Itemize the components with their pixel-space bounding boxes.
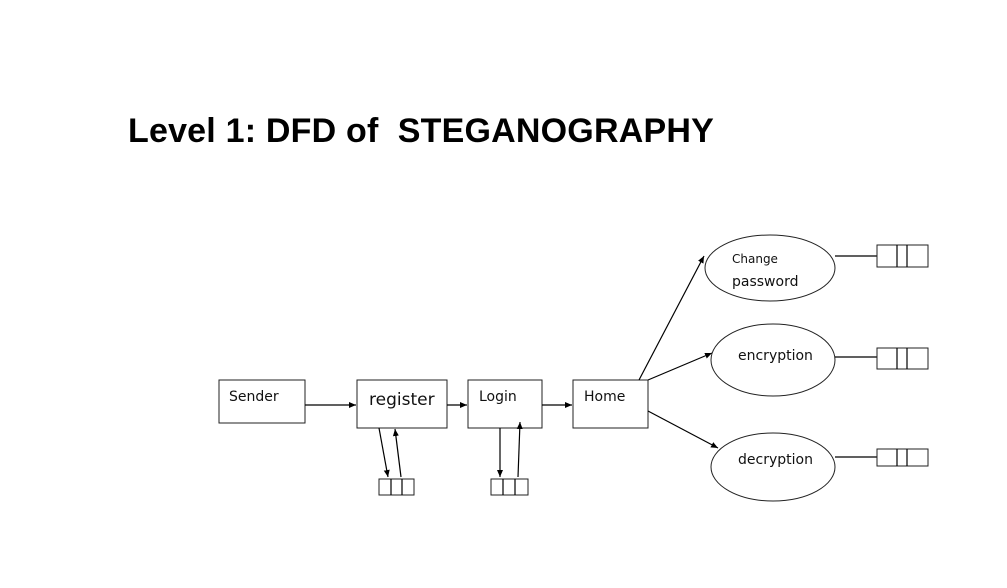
- change-password-label-line1: Change: [732, 252, 778, 266]
- home-label: Home: [584, 389, 625, 405]
- login-label: Login: [479, 389, 517, 405]
- change-password-process: Change password: [704, 234, 836, 302]
- sender-label: Sender: [229, 389, 279, 405]
- arrow-register-to-store: [378, 427, 390, 478]
- sender-box: [218, 379, 306, 424]
- register-box: [356, 379, 448, 429]
- diagram-title: Level 1: DFD of STEGANOGRAPHY: [128, 112, 714, 150]
- encryption-data-store: [876, 347, 929, 370]
- register-label: register: [369, 390, 435, 410]
- arrow-store-to-login: [516, 421, 523, 478]
- register-node: register: [356, 379, 448, 429]
- change-password-label-line2: password: [732, 274, 798, 290]
- login-box: [467, 379, 543, 429]
- arrow-home-encryption: [647, 352, 713, 381]
- login-data-store: [490, 478, 529, 496]
- arrow-store-to-register: [392, 428, 402, 478]
- arrow-home-decryption: [647, 410, 719, 449]
- sender-node: Sender: [218, 379, 306, 424]
- encryption-process: encryption: [710, 323, 836, 397]
- decryption-data-store: [876, 448, 929, 467]
- decryption-process: decryption: [710, 432, 836, 502]
- login-node: Login: [467, 379, 543, 429]
- home-box: [572, 379, 649, 429]
- register-data-store: [378, 478, 415, 496]
- home-node: Home: [572, 379, 649, 429]
- encryption-label: encryption: [738, 348, 813, 364]
- arrow-home-change-password: [638, 255, 705, 381]
- decryption-label: decryption: [738, 452, 813, 468]
- change-password-data-store: [876, 244, 929, 268]
